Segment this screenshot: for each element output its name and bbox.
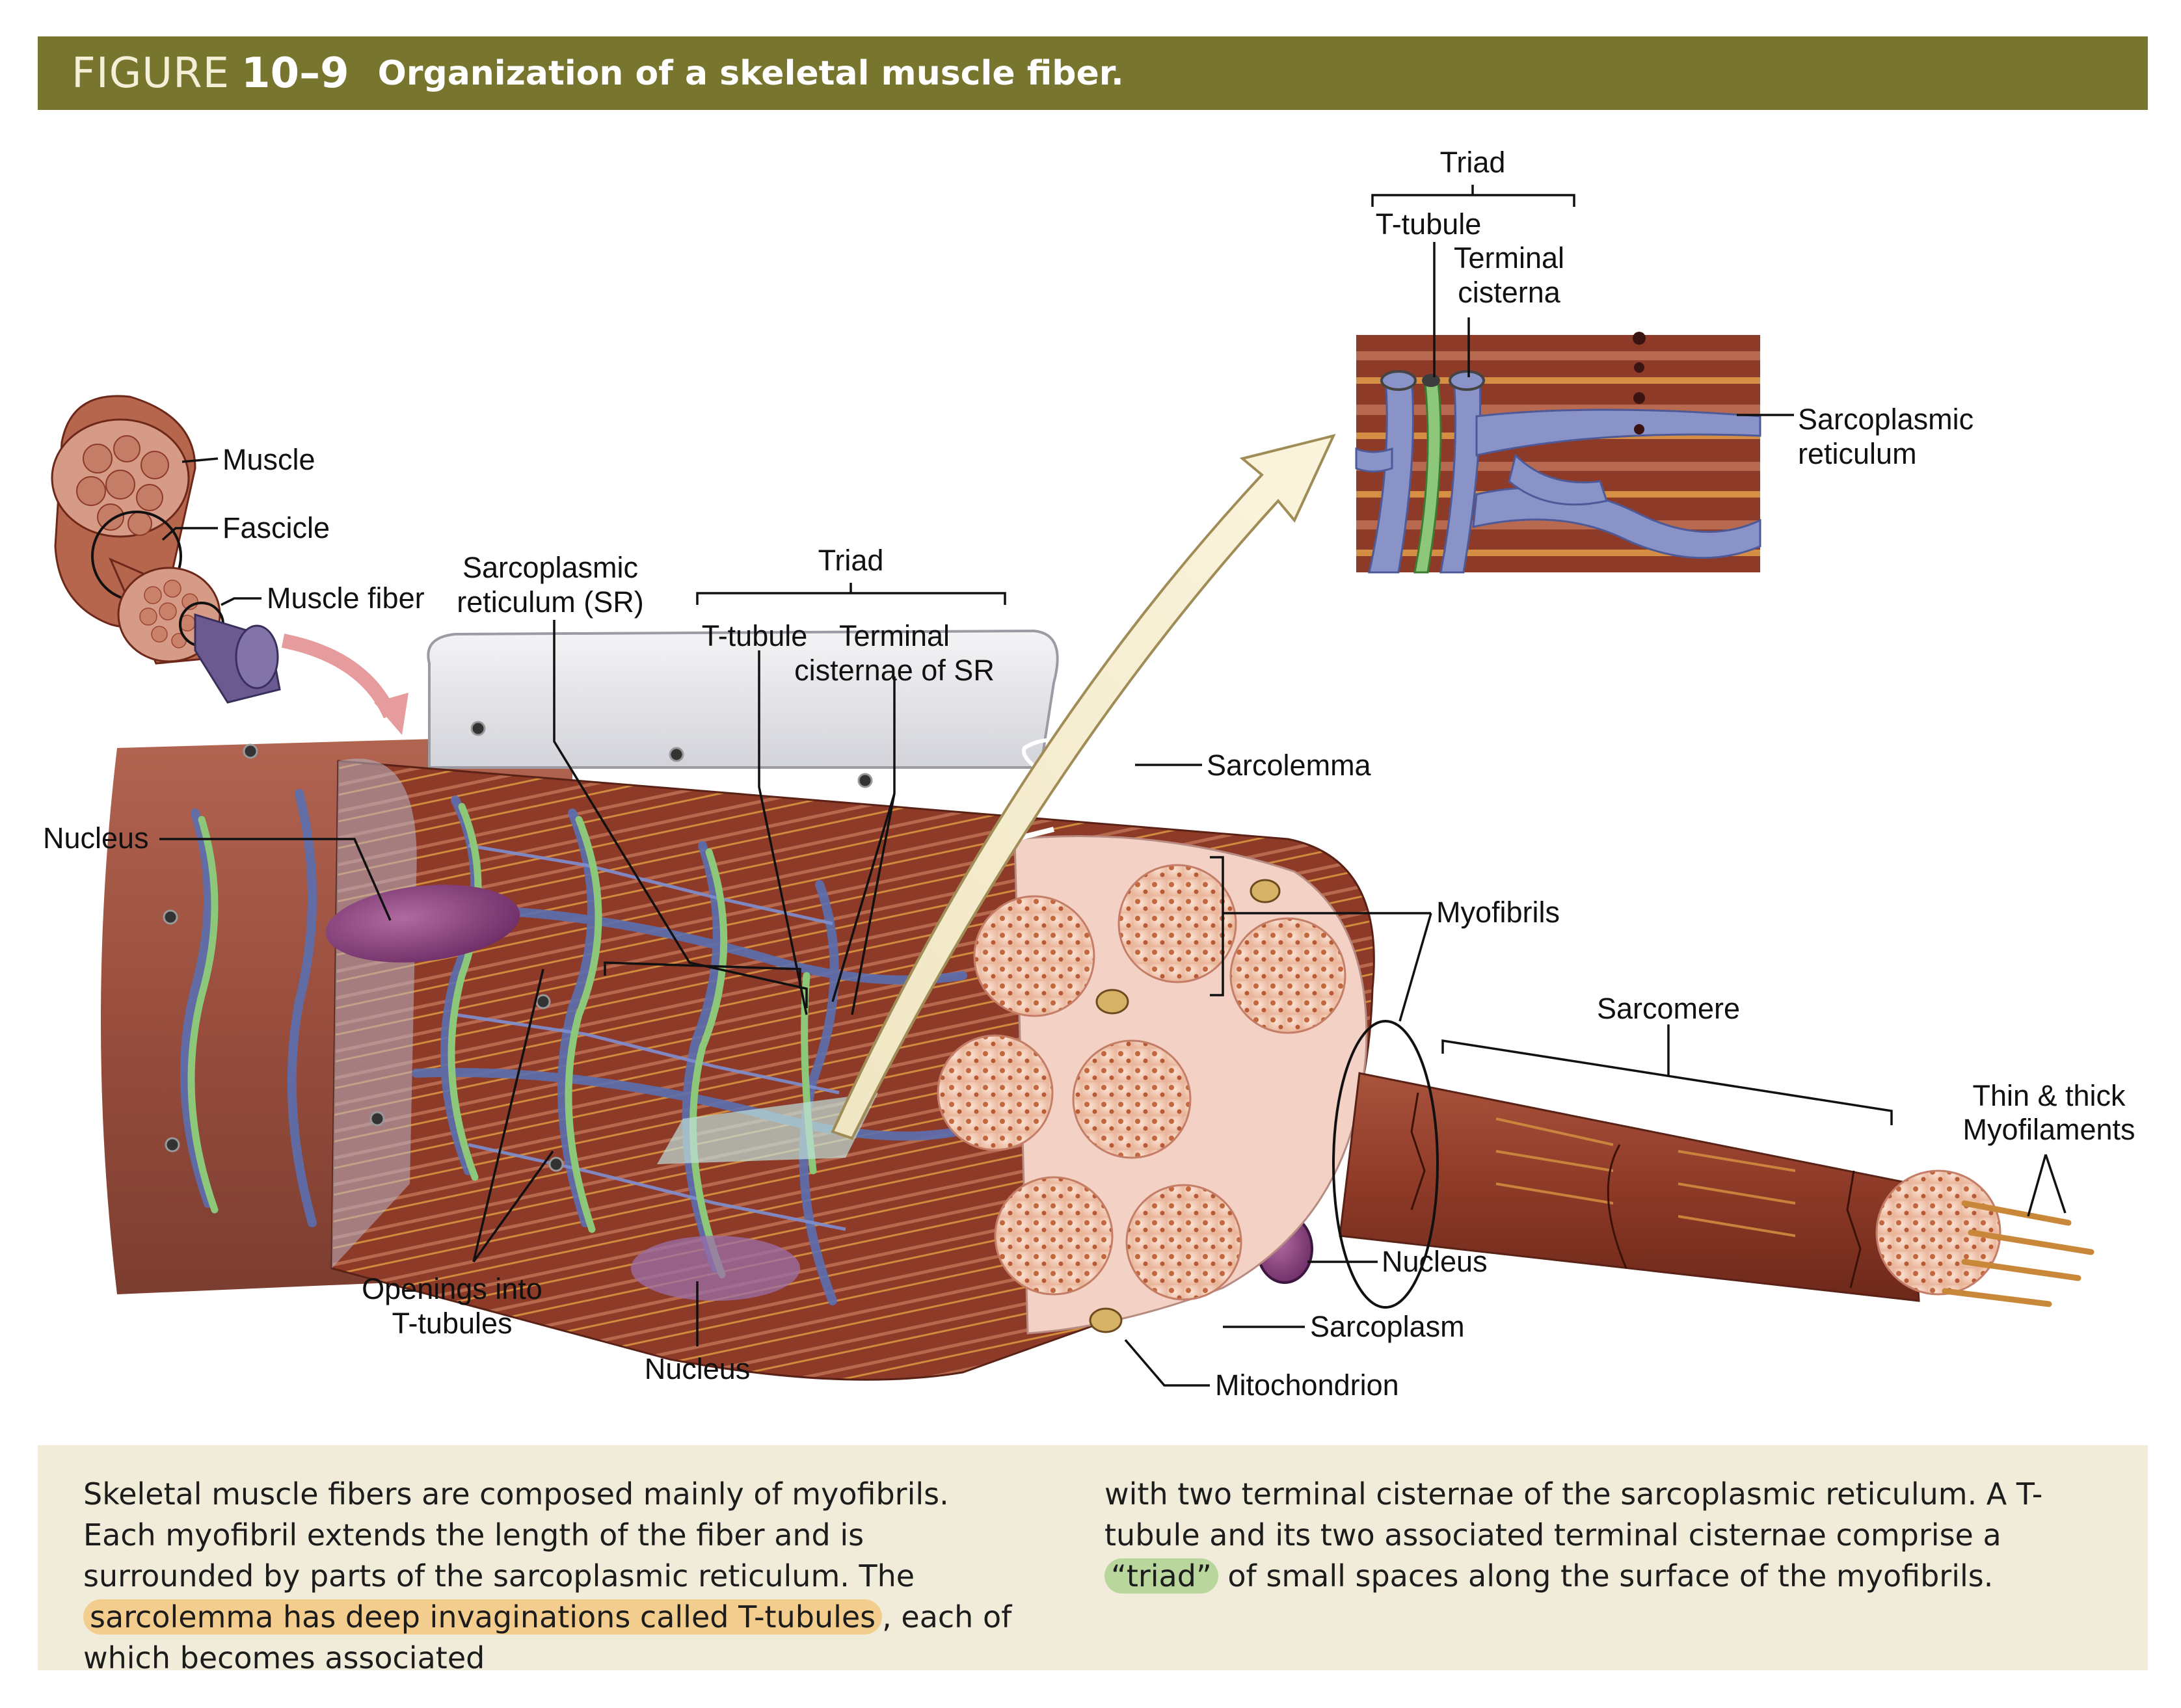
label-nucleus-right: Nucleus: [1382, 1245, 1488, 1278]
label-nucleus-bottom: Nucleus: [645, 1352, 751, 1385]
triad-inset-illustration: [1355, 332, 1761, 574]
label-sarcolemma: Sarcolemma: [1207, 749, 1372, 782]
diagram-labels: Muscle Fascicle Muscle fiber Sarcoplasmi…: [43, 146, 2135, 1402]
label-nucleus-left: Nucleus: [43, 821, 149, 855]
caption-right-text-1: with two terminal cisternae of the sarco…: [1104, 1476, 2043, 1553]
label-sr-line2: reticulum (SR): [457, 585, 644, 619]
label-inset-sr-line1: Sarcoplasmic: [1798, 403, 1974, 436]
label-terminal-line1: Terminal: [839, 619, 950, 652]
label-sarcoplasm: Sarcoplasm: [1310, 1310, 1465, 1343]
leader-lines: [159, 185, 2067, 1387]
myofibril-cross-sections: [937, 864, 1346, 1301]
label-t-tubule: T-tubule: [702, 619, 808, 652]
caption-left-highlight: sarcolemma has deep invaginations called…: [83, 1599, 883, 1635]
muscle-fiber-illustration: [101, 629, 1375, 1381]
label-terminal-line2: cisternae of SR: [794, 654, 995, 687]
caption-left-column: Skeletal muscle fibers are composed main…: [83, 1474, 1026, 1675]
caption-right-text-2: of small spaces along the surface of the…: [1218, 1558, 1994, 1594]
label-inset-triad: Triad: [1440, 146, 1506, 179]
label-fascicle: Fascicle: [222, 511, 330, 544]
label-muscle-fiber: Muscle fiber: [267, 581, 425, 615]
label-thin-thick-line1: Thin & thick: [1972, 1079, 2126, 1112]
label-inset-sr-line2: reticulum: [1798, 437, 1917, 470]
label-inset-terminal-line1: Terminal: [1454, 241, 1564, 274]
zoom-arrow: [831, 434, 1336, 1140]
label-openings-line2: T-tubules: [392, 1307, 512, 1340]
label-myofibrils: Myofibrils: [1436, 896, 1560, 929]
label-sarcomere: Sarcomere: [1597, 992, 1740, 1025]
figure-word: FIGURE: [72, 49, 230, 98]
figure-title: Organization of a skeletal muscle fiber.: [377, 53, 1124, 93]
muscle-bundle-illustration: [51, 395, 408, 735]
label-thin-thick-line2: Myofilaments: [1962, 1113, 2135, 1146]
myofibril-extension-illustration: [1332, 1020, 2094, 1309]
figure-number: 10–9: [241, 49, 349, 98]
label-inset-terminal-line2: cisterna: [1458, 276, 1561, 309]
label-sr-line1: Sarcoplasmic: [462, 551, 638, 584]
label-muscle: Muscle: [222, 443, 315, 476]
label-inset-t-tubule: T-tubule: [1376, 207, 1482, 241]
label-triad: Triad: [818, 544, 884, 577]
label-openings-line1: Openings into: [362, 1272, 542, 1305]
caption-right-column: with two terminal cisternae of the sarco…: [1104, 1474, 2048, 1670]
label-mitochondrion: Mitochondrion: [1215, 1368, 1399, 1402]
figure-title-bar: FIGURE 10–9 Organization of a skeletal m…: [38, 36, 2148, 110]
caption-left-text-1: Skeletal muscle fibers are composed main…: [83, 1476, 949, 1594]
caption-right-highlight: “triad”: [1104, 1558, 1218, 1594]
figure-caption: Skeletal muscle fibers are composed main…: [38, 1445, 2148, 1675]
caption-left-text-2: , each of which becomes associated: [83, 1599, 1012, 1675]
